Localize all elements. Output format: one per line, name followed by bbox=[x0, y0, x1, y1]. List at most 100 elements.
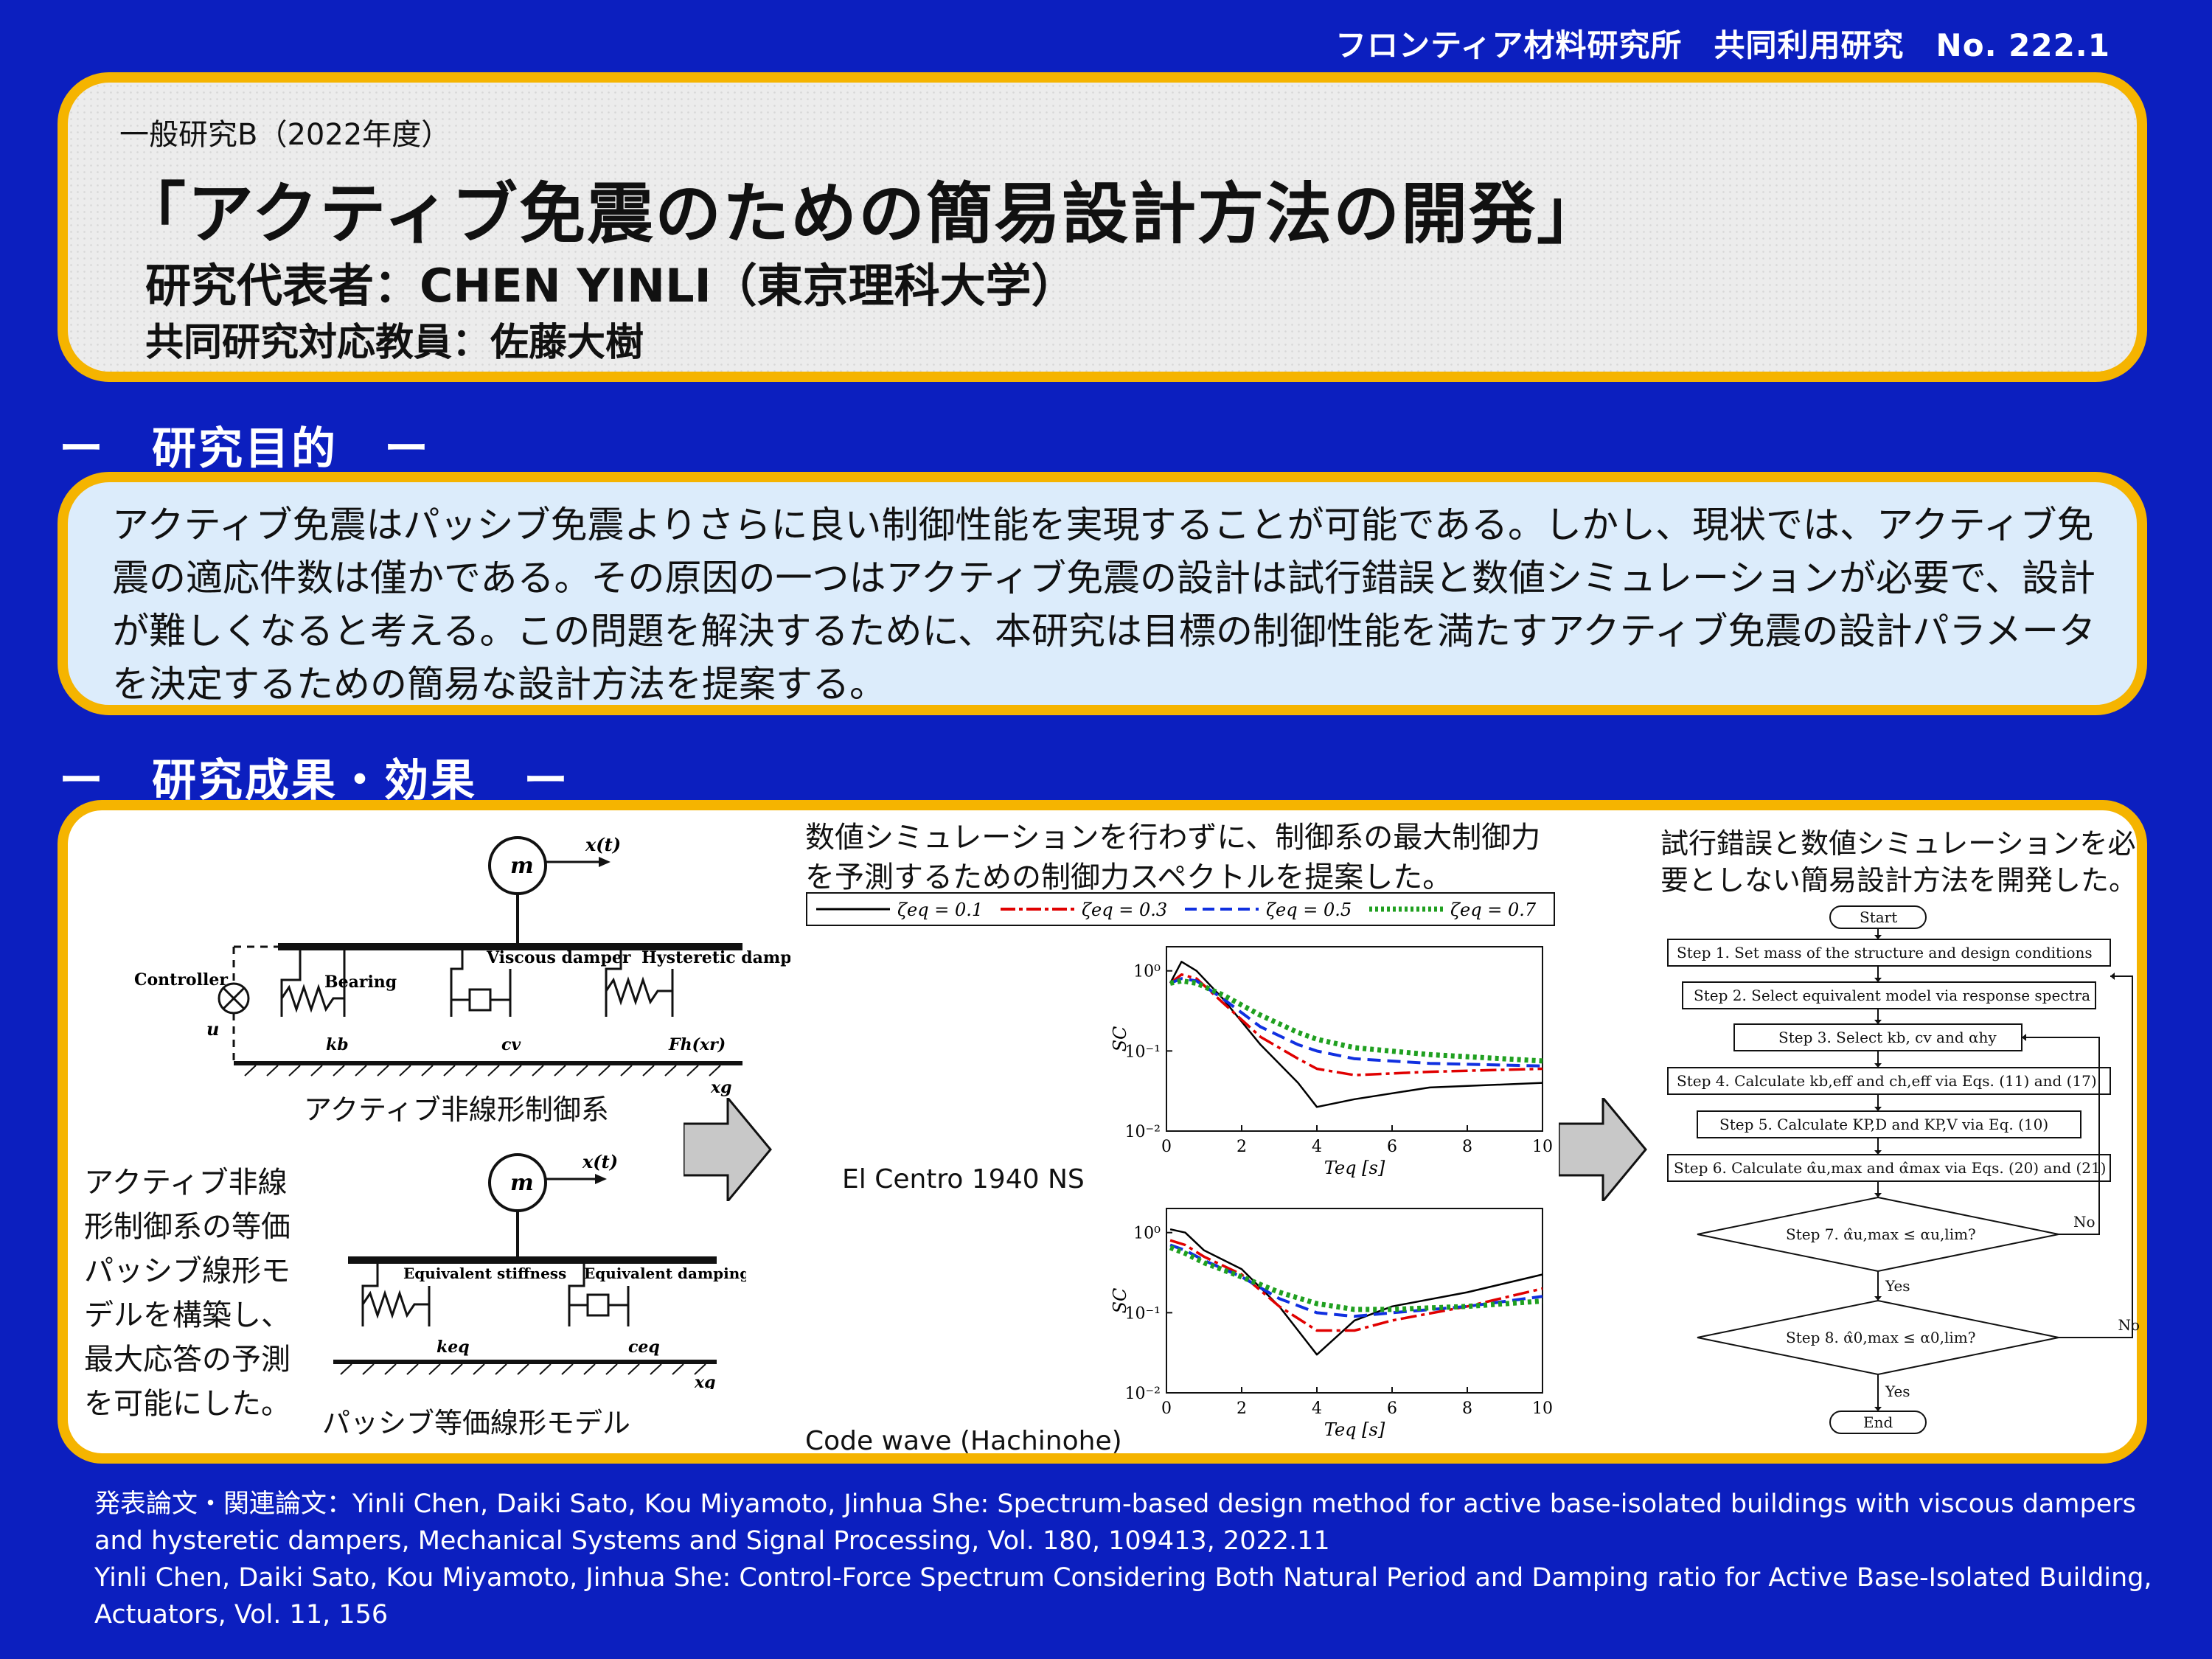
xg-label: xg bbox=[694, 1373, 716, 1389]
series-line-0 bbox=[1169, 1228, 1543, 1356]
passive-equivalent-model-diagram: m x(t) Equivalent stiffness keq Equivale… bbox=[333, 1151, 746, 1389]
x-tick-label: 8 bbox=[1462, 1399, 1472, 1418]
flow-step7: Step 7. α̂u,max ≤ αu,lim? bbox=[1786, 1225, 1976, 1243]
flow-start: Start bbox=[1860, 908, 1897, 926]
purpose-text: アクティブ免震はパッシブ免震よりさらに良い制御性能を実現することが可能である。し… bbox=[112, 504, 2096, 706]
xg-label: xg bbox=[710, 1078, 732, 1097]
x-axis-label: Teq [s] bbox=[1324, 1419, 1385, 1440]
active-model-caption: アクティブ非線形制御系 bbox=[304, 1093, 609, 1126]
y-tick-label: 10⁻¹ bbox=[1125, 1043, 1161, 1061]
viscous-label: Viscous damper bbox=[486, 948, 631, 967]
passive-model-caption: パッシブ等価線形モデル bbox=[322, 1407, 631, 1439]
equivalent-stiffness-element bbox=[361, 1264, 431, 1326]
y-tick-label: 10⁻¹ bbox=[1125, 1304, 1161, 1323]
bearing-element bbox=[280, 950, 346, 1017]
x-tick-label: 2 bbox=[1237, 1399, 1247, 1418]
series-line-1 bbox=[1169, 1239, 1543, 1332]
plot-frame bbox=[1166, 946, 1543, 1132]
flowchart-caption: 試行錯誤と数値シミュレーションを必要としない簡易設計方法を開発した。 bbox=[1660, 827, 2138, 897]
results-panel: m x(t) Controller u Bearing kb Viscous d… bbox=[58, 800, 2147, 1464]
purpose-panel: アクティブ免震はパッシブ免震よりさらに良い制御性能を実現することが可能である。し… bbox=[58, 472, 2147, 715]
spectrum-plot-hachinohe: 0 2 4 6 8 10 10⁰ 10⁻¹ 10⁻² Teq [s] SC bbox=[1110, 1208, 1553, 1440]
spectrum-legend: ζeq = 0.1 ζeq = 0.3 ζeq = 0.5 ζeq = 0.7 bbox=[806, 892, 1555, 926]
reference-2: Yinli Chen, Daiki Sato, Kou Miyamoto, Ji… bbox=[94, 1563, 2152, 1630]
x-tick-label: 0 bbox=[1161, 1138, 1172, 1156]
references: 発表論文・関連論文：Yinli Chen, Daiki Sato, Kou Mi… bbox=[94, 1486, 2159, 1633]
hysteretic-damper-element bbox=[605, 950, 674, 1017]
flow-yes-1: Yes bbox=[1885, 1277, 1910, 1295]
eq-stiffness-label: Equivalent stiffness bbox=[403, 1265, 566, 1282]
spectrum-plot-el-centro: 0 2 4 6 8 10 10⁰ 10⁻¹ 10⁻² Teq [s] SC bbox=[1110, 946, 1553, 1178]
series-line-0 bbox=[1169, 961, 1543, 1108]
eq-damping-label: Equivalent damping bbox=[584, 1265, 746, 1282]
flow-no-2: No bbox=[2118, 1316, 2140, 1334]
mass-label: m bbox=[510, 853, 534, 879]
research-category: 一般研究B（2022年度） bbox=[119, 118, 451, 152]
x-tick-label: 8 bbox=[1462, 1138, 1472, 1156]
flow-yes-2: Yes bbox=[1885, 1382, 1910, 1400]
flow-end: End bbox=[1863, 1413, 1893, 1431]
lead-researcher: 研究代表者：CHEN YINLI（東京理科大学） bbox=[145, 259, 1077, 313]
legend-label-1: ζeq = 0.3 bbox=[1082, 900, 1167, 920]
flow-step1: Step 1. Set mass of the structure and de… bbox=[1677, 944, 2093, 961]
design-flowchart: Start Step 1. Set mass of the structure … bbox=[1667, 905, 2140, 1434]
disp-label: x(t) bbox=[585, 834, 621, 855]
y-tick-label: 10⁻² bbox=[1125, 1385, 1161, 1403]
arrow-right-icon bbox=[684, 1098, 772, 1201]
cv-label: cv bbox=[501, 1035, 521, 1054]
plot1-label: El Centro 1940 NS bbox=[842, 1164, 1085, 1194]
u-label: u bbox=[206, 1018, 219, 1040]
title-panel: 一般研究B（2022年度） 「アクティブ免震のための簡易設計方法の開発」 研究代… bbox=[58, 72, 2147, 382]
y-tick-label: 10⁻² bbox=[1125, 1123, 1161, 1141]
flow-step4: Step 4. Calculate kb,eff and ch,eff via … bbox=[1677, 1072, 2097, 1090]
equivalent-damping-element bbox=[568, 1264, 630, 1326]
active-nonlinear-model-diagram: m x(t) Controller u Bearing kb Viscous d… bbox=[134, 834, 790, 1097]
plot2-label: Code wave (Hachinohe) bbox=[805, 1426, 1122, 1456]
y-axis-label: SC bbox=[1110, 1026, 1130, 1052]
x-tick-label: 6 bbox=[1387, 1138, 1397, 1156]
x-tick-label: 4 bbox=[1312, 1138, 1322, 1156]
keq-label: keq bbox=[437, 1338, 470, 1357]
flow-step8: Step 8. α̂0,max ≤ α0,lim? bbox=[1786, 1329, 1975, 1346]
flow-step6: Step 6. Calculate α̂u,max and α̂max via … bbox=[1674, 1159, 2106, 1177]
purpose-heading: ー 研究目的 ー bbox=[59, 423, 431, 475]
y-tick-label: 10⁰ bbox=[1133, 1225, 1161, 1243]
x-tick-label: 10 bbox=[1532, 1399, 1553, 1418]
spectrum-caption: 数値シミュレーションを行わずに、制御系の最大制御力を予測するための制御力スペクト… bbox=[805, 821, 1541, 894]
bearing-label: Bearing bbox=[324, 973, 397, 992]
x-axis-label: Teq [s] bbox=[1324, 1158, 1385, 1178]
series-line-1 bbox=[1169, 973, 1543, 1077]
series-line-2 bbox=[1169, 977, 1543, 1068]
flow-step3: Step 3. Select kb, cv and αhy bbox=[1778, 1029, 1997, 1046]
x-tick-label: 10 bbox=[1532, 1138, 1553, 1156]
disp-label: x(t) bbox=[582, 1151, 618, 1172]
results-heading: ー 研究成果・効果 ー bbox=[59, 755, 570, 807]
legend-label-3: ζeq = 0.7 bbox=[1450, 900, 1537, 920]
viscous-damper-element bbox=[450, 950, 512, 1017]
counterpart-faculty: 共同研究対応教員：佐藤大樹 bbox=[145, 321, 644, 365]
legend-label-0: ζeq = 0.1 bbox=[897, 900, 983, 920]
ceq-label: ceq bbox=[628, 1338, 660, 1357]
series-line-3 bbox=[1169, 978, 1543, 1064]
y-tick-label: 10⁰ bbox=[1133, 963, 1161, 981]
institute-label: フロンティア材料研究所 共同利用研究 No. 222.1 bbox=[1335, 27, 2110, 63]
hysteretic-label: Hysteretic damper bbox=[641, 948, 790, 967]
x-tick-label: 6 bbox=[1387, 1399, 1397, 1418]
x-tick-label: 4 bbox=[1312, 1399, 1322, 1418]
controller-label: Controller bbox=[134, 970, 228, 990]
flow-step5: Step 5. Calculate KP,D and KP,V via Eq. … bbox=[1719, 1116, 2048, 1133]
reference-1: 発表論文・関連論文：Yinli Chen, Daiki Sato, Kou Mi… bbox=[94, 1489, 2136, 1556]
arrow-right-icon bbox=[1559, 1098, 1647, 1201]
plot-frame bbox=[1166, 1208, 1543, 1394]
model-note: アクティブ非線形制御系の等価パッシブ線形モデルを構築し、最大応答の予測を可能にし… bbox=[84, 1166, 291, 1421]
fh-label: Fh(xr) bbox=[668, 1035, 726, 1054]
flow-no-1: No bbox=[2073, 1213, 2096, 1231]
flow-step2: Step 2. Select equivalent model via resp… bbox=[1694, 987, 2090, 1004]
y-axis-label: SC bbox=[1110, 1288, 1130, 1314]
kb-label: kb bbox=[326, 1035, 349, 1054]
mass-label: m bbox=[510, 1170, 534, 1196]
x-tick-label: 2 bbox=[1237, 1138, 1247, 1156]
research-title: 「アクティブ免震のための簡易設計方法の開発」 bbox=[119, 175, 1605, 253]
legend-label-2: ζeq = 0.5 bbox=[1266, 900, 1352, 920]
x-tick-label: 0 bbox=[1161, 1399, 1172, 1418]
